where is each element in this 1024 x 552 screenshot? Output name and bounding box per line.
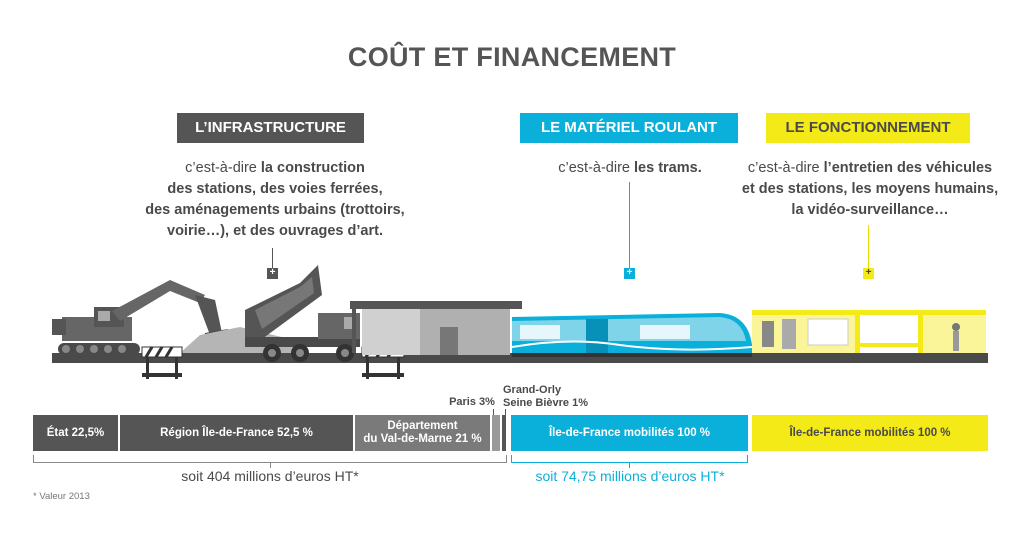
desc-materiel-roulant: c’est-à-dire les trams.: [558, 160, 702, 176]
badge-materiel-roulant: LE MATÉRIEL ROULANT: [520, 113, 738, 143]
plus-icon: +: [624, 268, 635, 279]
total-materiel: soit 74,75 millions d’euros HT*: [535, 468, 725, 484]
desc-infrastructure: c’est-à-dire la construction des station…: [145, 160, 405, 239]
label-paris: Paris 3%: [449, 396, 495, 408]
connector-line-fonctionnement: [868, 225, 869, 270]
platform-illustration: [752, 310, 986, 353]
badge-fonctionnement: LE FONCTIONNEMENT: [766, 113, 970, 143]
station-illustration: [350, 301, 522, 355]
bar-region-idf: Région Île-de-France 52,5 %: [120, 415, 353, 451]
footnote: * Valeur 2013: [33, 491, 90, 502]
connector-line-infrastructure: [272, 248, 273, 270]
label-grand-orly: Grand-Orly Seine Bièvre 1%: [503, 384, 588, 409]
ground: [52, 353, 988, 363]
bar-departement: Département du Val-de-Marne 21 %: [355, 415, 490, 451]
bar-idfm-materiel: Île-de-France mobilités 100 %: [511, 415, 748, 451]
brace-infrastructure-tick: [270, 462, 271, 468]
tick-paris: [493, 409, 494, 415]
plus-icon: +: [863, 268, 874, 279]
desc-fonctionnement: c’est-à-dire l’entretien des véhicules e…: [741, 160, 999, 218]
tram-illustration: [511, 313, 753, 357]
bar-idfm-fonctionnement: Île-de-France mobilités 100 %: [752, 415, 988, 451]
plus-icon: +: [267, 268, 278, 279]
badge-infrastructure: L’INFRASTRUCTURE: [177, 113, 364, 143]
total-infrastructure: soit 404 millions d’euros HT*: [181, 468, 359, 484]
bar-paris: [492, 415, 500, 451]
brace-materiel-tick: [629, 462, 630, 468]
illustration-scene: [52, 265, 988, 379]
connector-line-materiel: [629, 182, 630, 270]
page-title: COÛT ET FINANCEMENT: [347, 42, 677, 72]
bar-grand-orly: [502, 415, 506, 451]
tick-grand-orly: [505, 409, 506, 415]
barrier-left: [141, 346, 183, 379]
bar-etat: État 22,5%: [33, 415, 118, 451]
